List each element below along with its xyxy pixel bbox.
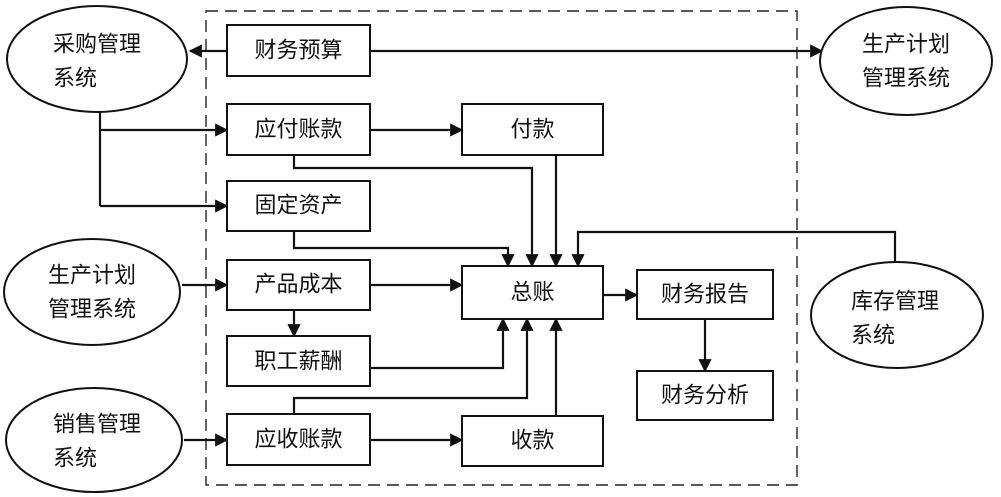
module-fixed-assets: 固定资产 <box>226 180 371 232</box>
system-procurement-label-line1: 采购管理 <box>53 33 141 58</box>
system-production-plan-right: 生产计划 管理系统 <box>819 6 993 116</box>
system-production-plan-left: 生产计划 管理系统 <box>3 238 181 346</box>
module-financial-analysis: 财务分析 <box>636 370 774 421</box>
module-receipt: 收款 <box>461 415 604 467</box>
system-procurement-label-line2: 系统 <box>53 67 97 92</box>
financial-subsystem-boundary <box>205 10 798 486</box>
system-production-plan-left-label-line1: 生产计划 <box>48 264 136 289</box>
module-payroll: 职工薪酬 <box>226 335 371 387</box>
module-payroll-label: 职工薪酬 <box>254 350 342 375</box>
system-production-plan-right-label-line2: 管理系统 <box>862 67 950 92</box>
module-payment-label: 付款 <box>510 118 554 143</box>
system-sales-label-line2: 系统 <box>53 447 97 472</box>
module-receivable-label: 应收账款 <box>254 428 342 453</box>
module-financial-report-label: 财务报告 <box>661 283 749 308</box>
arrow-payroll-to-ledger <box>370 317 510 370</box>
module-budget: 财务预算 <box>226 24 371 77</box>
arrow-fixed-assets-to-ledger <box>292 231 515 268</box>
module-budget-label: 财务预算 <box>254 39 342 64</box>
system-inventory: 库存管理 系统 <box>810 261 984 369</box>
connectors <box>98 44 897 447</box>
module-product-cost-label: 产品成本 <box>254 273 342 298</box>
module-product-cost: 产品成本 <box>226 259 371 311</box>
module-payment: 付款 <box>461 103 604 156</box>
system-production-plan-left-label-line2: 管理系统 <box>48 298 136 323</box>
module-ledger-label: 总账 <box>510 281 554 306</box>
module-financial-report: 财务报告 <box>636 269 774 320</box>
system-production-plan-right-label-line1: 生产计划 <box>862 33 950 58</box>
module-receivable: 应收账款 <box>226 413 371 466</box>
arrow-payable-to-ledger <box>292 155 539 268</box>
system-inventory-label-line2: 系统 <box>851 324 895 349</box>
arrow-receivable-to-ledger <box>292 317 534 414</box>
module-ledger: 总账 <box>461 265 604 320</box>
system-procurement: 采购管理 系统 <box>6 5 188 113</box>
arrow-inventory-to-ledger <box>571 230 897 268</box>
system-sales: 销售管理 系统 <box>5 387 183 493</box>
system-sales-label-line1: 销售管理 <box>53 413 141 438</box>
system-inventory-label-line1: 库存管理 <box>851 290 939 315</box>
module-receipt-label: 收款 <box>510 429 554 454</box>
module-fixed-assets-label: 固定资产 <box>254 194 342 219</box>
module-payable: 应付账款 <box>226 103 371 156</box>
module-payable-label: 应付账款 <box>254 118 342 143</box>
module-financial-analysis-label: 财务分析 <box>661 384 749 409</box>
